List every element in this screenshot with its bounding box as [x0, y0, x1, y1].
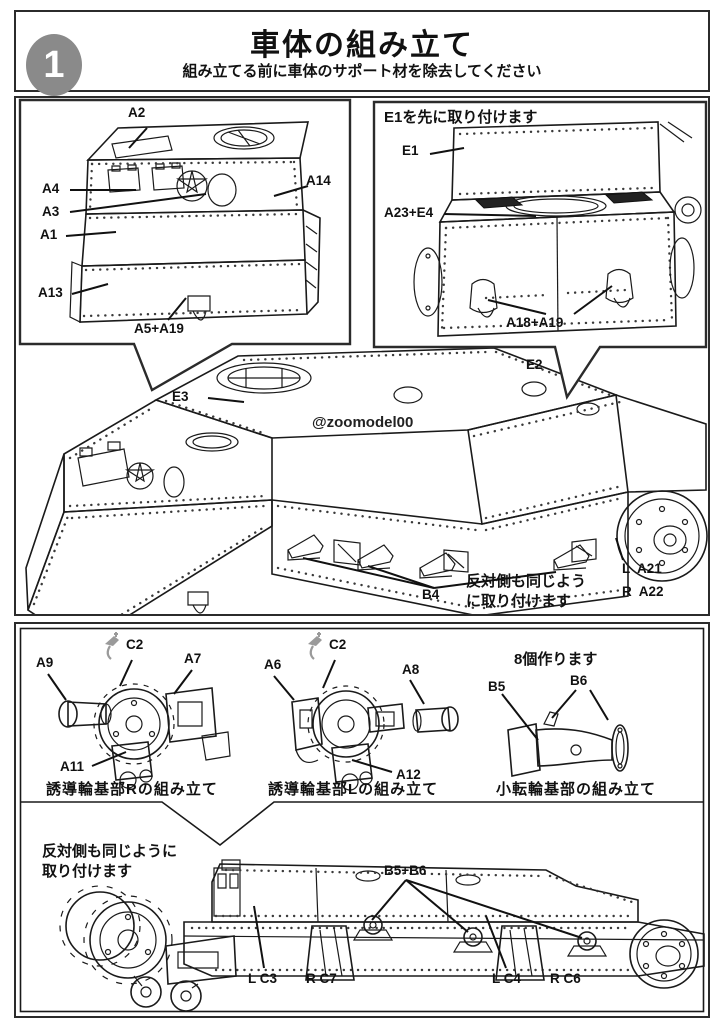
hull-section: A2 A4 A3 A1 A13 A14 A5+A19 E1を先に取り付けます E… — [14, 96, 710, 616]
hull-diagram-svg — [18, 98, 708, 614]
page-subtitle: 組み立てる前に車体のサポート材を除去してください — [182, 63, 542, 80]
part-label-a7: A7 — [184, 651, 202, 666]
part-label-a18-a19: A18+A19 — [506, 315, 564, 330]
part-label-a1: A1 — [40, 227, 58, 242]
caption-idler-left: 誘導輪基部Lの組み立て — [268, 781, 439, 798]
mirror-note-lower: 反対側も同じように 取り付けます — [42, 843, 178, 880]
inset-front-callout — [18, 98, 352, 392]
hull-main-drawing — [25, 347, 708, 614]
leader-lines — [65, 127, 624, 589]
part-label-a9: A9 — [36, 655, 54, 670]
mirror-note-hull: 反対側も同じよう に取り付けます — [466, 573, 587, 610]
leader-lines-2 — [47, 659, 609, 969]
part-label-b4: B4 — [422, 587, 440, 602]
suspension-diagram-svg — [19, 627, 705, 1013]
part-label-r-c7: R C7 — [306, 971, 337, 986]
part-label-r-a22: R A22 — [622, 584, 664, 599]
part-label-b5: B5 — [488, 679, 506, 694]
header-box: 1 車体の組み立て 組み立てる前に車体のサポート材を除去してください — [14, 10, 710, 96]
part-label-a3: A3 — [42, 204, 60, 219]
step-number: 1 — [43, 44, 65, 86]
idler-left-drawing — [291, 685, 459, 791]
airbrush-icon — [308, 632, 322, 660]
airbrush-icon — [105, 632, 119, 660]
part-label-b6: B6 — [570, 673, 588, 688]
part-label-a5-a19: A5+A19 — [134, 321, 184, 336]
part-label-a4: A4 — [42, 181, 60, 196]
inset-rear-callout — [372, 100, 708, 400]
part-label-e1: E1 — [402, 143, 419, 158]
part-label-a23-e4: A23+E4 — [384, 205, 434, 220]
part-label-r-c6: R C6 — [550, 971, 581, 986]
note-attach-e1-first: E1を先に取り付けます — [384, 109, 538, 126]
part-label-l-c3: L C3 — [248, 971, 278, 986]
part-label-a13: A13 — [38, 285, 63, 300]
caption-idler-right: 誘導輪基部Rの組み立て — [46, 781, 218, 798]
step-number-badge: 1 — [26, 34, 82, 96]
suspension-section: A9 C2 A7 A11 誘導輪基部Rの組み立て A6 C2 A8 A12 誘導… — [14, 622, 710, 1018]
part-label-a6: A6 — [264, 657, 282, 672]
part-label-a12: A12 — [396, 767, 421, 782]
part-label-a14: A14 — [306, 173, 331, 188]
caption-roller-base: 小転輪基部の組み立て — [496, 781, 657, 798]
part-label-c2-left: C2 — [329, 637, 347, 652]
part-label-l-a21: L A21 — [622, 561, 662, 576]
hull-side-drawing — [59, 859, 705, 1012]
part-label-c2-right: C2 — [126, 637, 144, 652]
page-title: 車体の組み立て — [250, 29, 474, 62]
part-label-l-c4: L C4 — [492, 971, 522, 986]
idler-right-drawing — [58, 683, 231, 789]
part-label-e2: E2 — [526, 357, 543, 372]
part-label-e3: E3 — [172, 389, 189, 404]
rear-hull-drawing — [413, 121, 702, 337]
part-label-b5-b6: B5+B6 — [384, 863, 427, 878]
part-label-a2: A2 — [128, 105, 146, 120]
part-label-a8: A8 — [402, 662, 420, 677]
roller-base-drawing — [507, 711, 629, 777]
part-label-a11: A11 — [60, 759, 85, 774]
front-hull-drawing — [69, 121, 321, 323]
watermark: @zoomodel00 — [312, 414, 414, 431]
note-make-eight: 8個作ります — [514, 651, 598, 668]
